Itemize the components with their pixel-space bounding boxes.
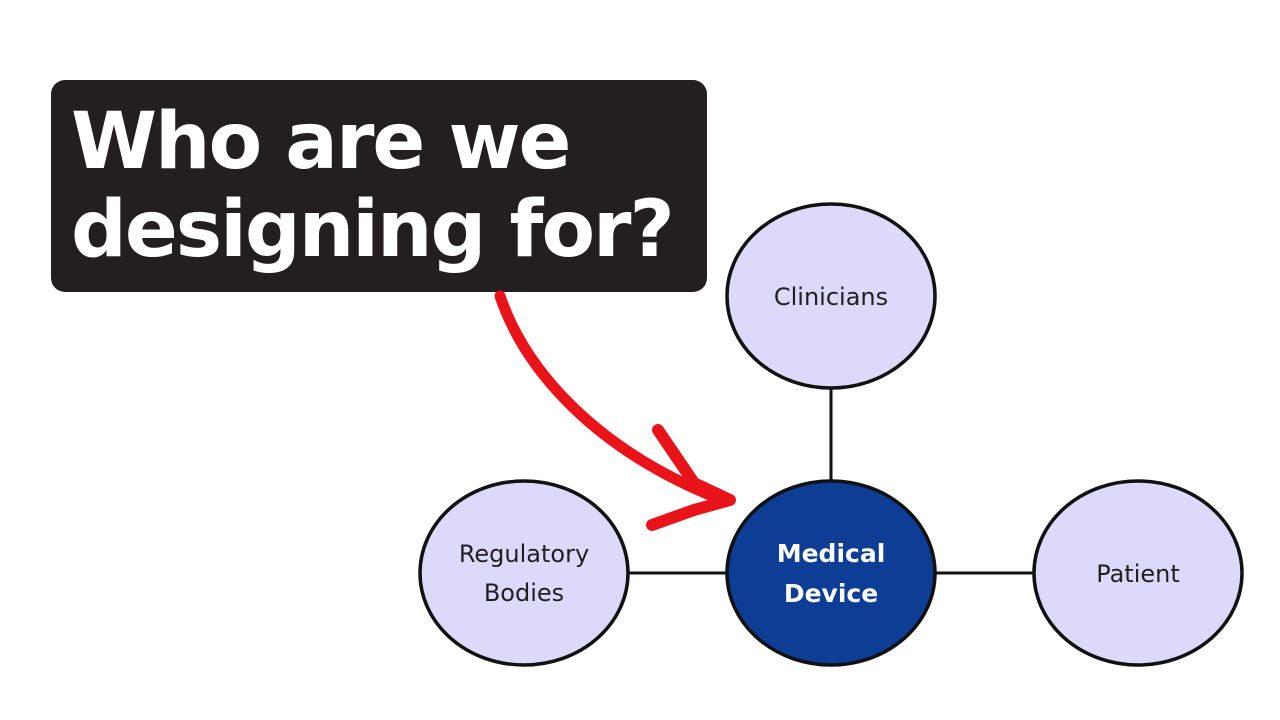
title-line-2: designing for?	[71, 185, 675, 275]
node-clinicians-circle	[725, 202, 937, 390]
node-medical-device: Medical Device	[725, 479, 937, 667]
node-regulatory-bodies: Regulatory Bodies	[418, 479, 630, 667]
red-arrow-shaft-stroke	[497, 293, 721, 497]
node-patient-label: Patient	[1096, 560, 1180, 588]
title-line-1: Who are we	[71, 97, 571, 187]
node-clinicians-label: Clinicians	[774, 283, 888, 311]
red-arrow-head	[646, 424, 736, 531]
node-medical-device-label-2: Device	[784, 579, 878, 608]
node-regulatory-label-1: Regulatory	[459, 540, 589, 568]
red-arrow-icon	[494, 290, 736, 531]
node-regulatory-label-2: Bodies	[484, 579, 564, 607]
node-medical-device-circle	[725, 479, 937, 667]
node-patient: Patient	[1032, 479, 1244, 667]
node-medical-device-label-1: Medical	[777, 539, 886, 568]
title-banner: Who are we designing for?	[51, 80, 707, 292]
node-regulatory-circle	[418, 479, 630, 667]
node-patient-circle	[1032, 479, 1244, 667]
node-clinicians: Clinicians	[725, 202, 937, 390]
